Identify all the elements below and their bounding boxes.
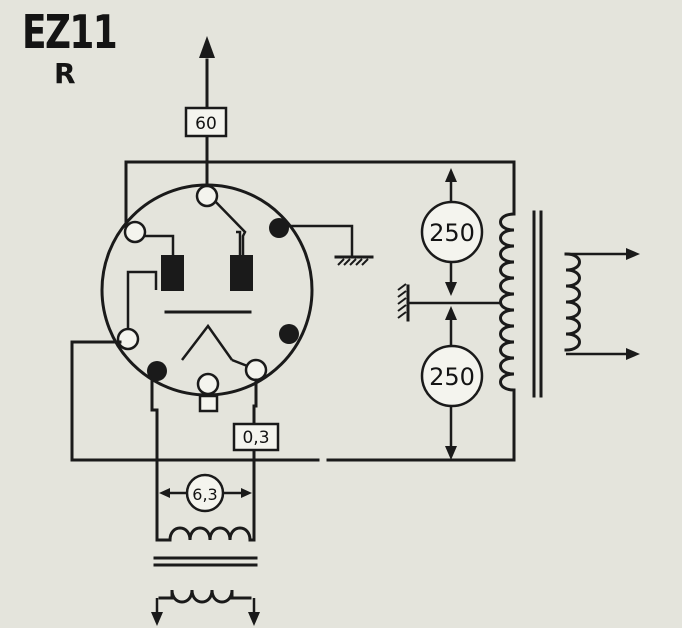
tube-pins [116,184,299,413]
pin-lower-right [279,324,299,344]
anode-plates [129,195,253,291]
pin-upper-left [123,220,147,244]
title-block: EZ11 R [22,6,143,90]
anode-voltage-top-label: 250 [429,219,475,247]
heater-wires [150,372,258,542]
mains-transformer [499,210,640,400]
pin-bottom-right [244,358,268,382]
tube-type-label: EZ11 [22,5,118,59]
tube-envelope [100,183,314,397]
anode-voltage-bottom-label: 250 [429,363,475,391]
pin-lower-left [116,327,140,351]
anode-voltage-measure: 250 250 [420,168,484,460]
heater-voltage-label: 6,3 [192,485,217,504]
heater-voltage-measure: 6,3 [159,473,252,513]
pin-bottom [196,372,220,396]
pin-upper-right [269,218,289,238]
pin-top [195,184,219,208]
center-tap-ground [397,283,500,322]
current-box-60: 60 [184,106,228,138]
heater-transformer [151,526,260,626]
pin-bottom-left [147,361,167,381]
top-bus-wire [124,160,516,228]
tube-key [198,394,219,413]
bottom-bus-wire [70,340,516,462]
heater-current-label: 0,3 [242,428,269,448]
output-current-label: 60 [195,114,217,134]
ground-symbol-tube [287,224,374,266]
current-box-0-3: 0,3 [232,422,280,452]
cathode-element [126,270,256,371]
tube-suffix-label: R [54,57,76,90]
